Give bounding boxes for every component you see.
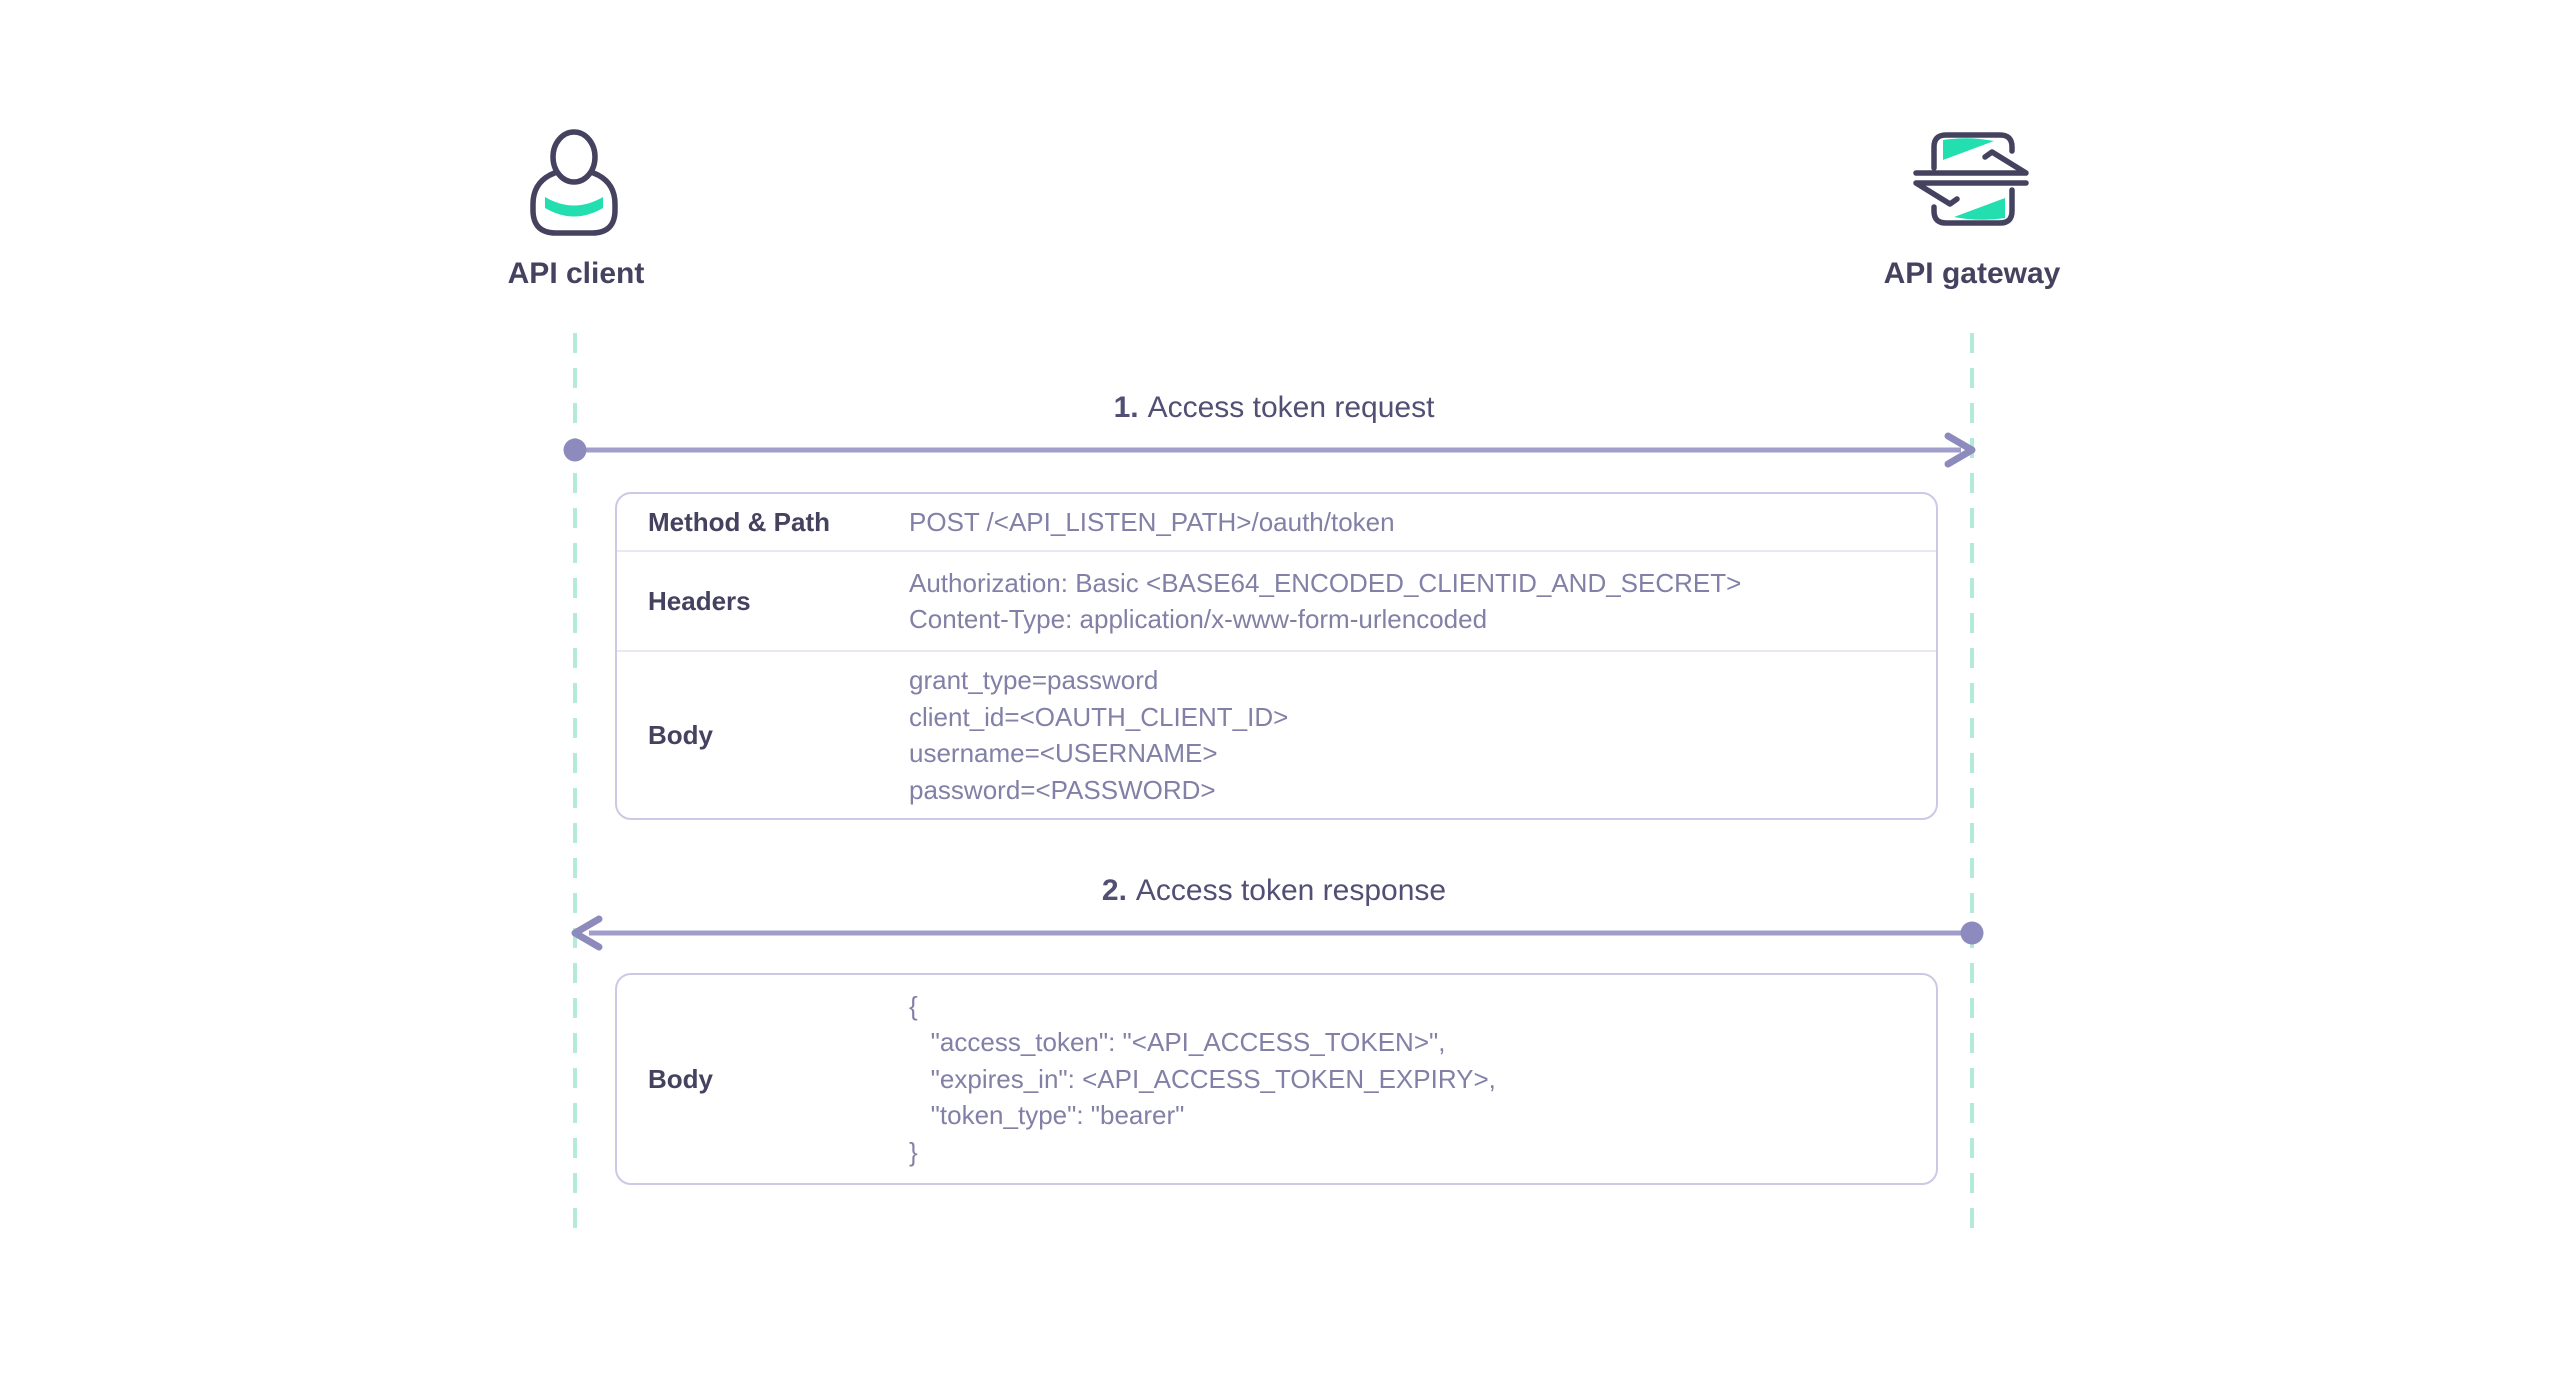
row-value: grant_type=password client_id=<OAUTH_CLIE… [909,662,1936,808]
table-row: Method & Path POST /<API_LISTEN_PATH>/oau… [617,494,1936,550]
row-value: Authorization: Basic <BASE64_ENCODED_CLI… [909,565,1936,638]
message-2-number: 2. [1101,874,1127,907]
lifeline-api-client [573,333,577,1230]
row-label: Body [648,720,713,751]
gateway-icon-teal-accent-top [1943,138,1994,160]
user-icon-teal-accent [545,197,603,217]
row-value-line: grant_type=password [909,665,1159,696]
row-value-line: POST /<API_LISTEN_PATH>/oauth/token [909,506,1395,537]
table-row: Headers Authorization: Basic <BASE64_ENCO… [617,550,1936,650]
gateway-icon-teal-accent-bottom [1954,198,2005,220]
row-value-line: } [909,1136,918,1167]
request-table: Method & Path POST /<API_LISTEN_PATH>/oau… [615,492,1938,820]
row-value-line: username=<USERNAME> [909,738,1218,769]
actor-label-api-client: API client [507,257,645,290]
user-icon [530,124,620,236]
response-table: Body { "access_token": "<API_ACCESS_TOKEN… [615,973,1938,1185]
row-value: POST /<API_LISTEN_PATH>/oauth/token [909,504,1936,541]
row-value-line: client_id=<OAUTH_CLIENT_ID> [909,701,1289,732]
gateway-sync-icon [1894,126,2054,236]
row-value-line: "token_type": "bearer" [909,1100,1185,1131]
message-2-label: 2.Access token response [874,871,1674,911]
row-label: Method & Path [648,507,830,538]
arrowhead-left [571,915,603,951]
arrow-origin-dot [563,438,587,462]
row-value-line: password=<PASSWORD> [909,774,1216,805]
table-row: Body grant_type=password client_id=<OAUTH_… [617,650,1936,818]
row-label: Headers [648,586,751,617]
message-1-number: 1. [1113,391,1139,424]
row-value-line: { [909,990,918,1021]
row-value-line: "access_token": "<API_ACCESS_TOKEN>", [909,1027,1446,1058]
arrow-origin-dot [1960,921,1984,945]
message-1-text: Access token request [1147,391,1435,424]
table-row: Body { "access_token": "<API_ACCESS_TOKEN… [617,975,1936,1183]
row-value-line: "expires_in": <API_ACCESS_TOKEN_EXPIRY>, [909,1063,1496,1094]
message-1-arrow-right [563,432,1976,468]
message-1-label: 1.Access token request [874,388,1674,428]
arrowhead-right [1944,432,1976,468]
message-2-arrow-left [571,915,1984,951]
row-value-line: Content-Type: application/x-www-form-url… [909,604,1488,635]
row-label: Body [648,1064,713,1094]
row-value-line: Authorization: Basic <BASE64_ENCODED_CLI… [909,567,1742,598]
message-2-text: Access token response [1135,874,1447,907]
lifeline-api-gateway [1970,333,1974,1230]
actor-label-api-gateway: API gateway [1883,257,2061,290]
row-value: { "access_token": "<API_ACCESS_TOKEN>", … [909,988,1936,1171]
